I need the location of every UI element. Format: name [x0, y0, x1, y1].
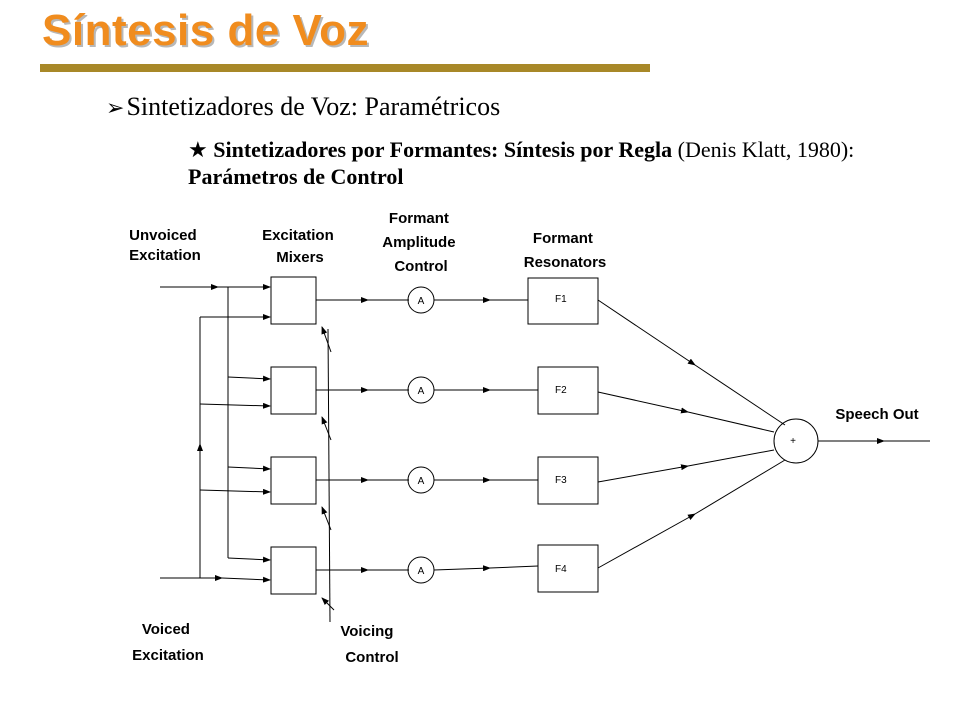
unvoiced-to-mixer3	[227, 465, 271, 472]
f2-to-sum-b	[687, 411, 775, 433]
unvoiced-excitation-label: Unvoiced Excitation	[129, 227, 201, 264]
voicing-to-mixer3	[321, 506, 332, 531]
unvoiced-to-mixer2	[227, 375, 271, 382]
voicing-to-mixer1	[321, 326, 332, 353]
voiced-to-mixer3	[199, 488, 271, 495]
mixer-box-2	[270, 366, 317, 415]
formant-resonators-label: Formant Resonators	[524, 230, 607, 271]
amp-symbol-3: A	[418, 476, 425, 487]
sum-symbol: +	[790, 436, 796, 447]
resonator-box-f2	[537, 366, 599, 415]
resonator-box-f4	[537, 544, 599, 593]
f4-to-sum	[597, 513, 696, 569]
voicing-control-line	[327, 328, 331, 623]
f1-to-sum	[597, 299, 696, 366]
mixer-box-1	[270, 276, 317, 325]
amp4-to-f4	[433, 565, 491, 572]
voiced-to-mixer4	[221, 576, 271, 583]
arrow-bullet-icon: ➢	[106, 95, 125, 120]
formant-label-f4: F4	[555, 564, 567, 575]
slide-title: Síntesis de Voz	[42, 6, 369, 55]
resonator-box-f1	[527, 277, 599, 325]
speech-out-label: Speech Out	[835, 406, 918, 423]
voicing-to-mixer4	[321, 597, 335, 611]
amp-symbol-4: A	[418, 566, 425, 577]
f4-to-sum-b	[694, 459, 786, 515]
bullet-formant-synth: ★ Sintetizadores por Formantes: Síntesis…	[188, 136, 888, 190]
bullet-parametric: ➢Sintetizadores de Voz: Paramétricos	[106, 92, 500, 122]
bullet-formant-bold1: Sintetizadores por Formantes: Síntesis p…	[213, 137, 673, 162]
f3-to-sum-b	[687, 449, 775, 467]
formant-label-f3: F3	[555, 475, 567, 486]
formant-label-f1: F1	[555, 294, 567, 305]
amp-symbol-1: A	[418, 296, 425, 307]
mixer-box-3	[270, 456, 317, 505]
bullet-formant-bold2: Parámetros de Control	[188, 164, 404, 189]
star-bullet-icon: ★	[188, 137, 214, 162]
amp-symbol-2: A	[418, 386, 425, 397]
mixer-box-4	[270, 546, 317, 595]
voicing-control-label: Voicing Control	[340, 623, 398, 666]
formant-label-f2: F2	[555, 385, 567, 396]
f2-to-sum	[597, 391, 689, 414]
voiced-to-mixer2	[199, 402, 271, 409]
unvoiced-to-mixer4	[227, 556, 271, 563]
bullet-formant-normal: (Denis Klatt, 1980):	[672, 137, 855, 162]
formant-amplitude-control-label: Formant Amplitude Control	[382, 210, 460, 275]
voicing-to-mixer2	[321, 416, 332, 441]
f1-to-sum-b	[694, 364, 786, 426]
f3-to-sum	[597, 464, 689, 483]
bullet-parametric-text: Sintetizadores de Voz: Paramétricos	[126, 92, 501, 121]
voiced-excitation-label: Voiced Excitation	[132, 621, 204, 664]
amp4-to-f4-b	[489, 565, 539, 569]
excitation-mixers-label: Excitation Mixers	[262, 227, 338, 266]
resonator-box-f3	[537, 456, 599, 505]
title-underline-bar	[40, 64, 650, 72]
summation-node	[773, 418, 819, 464]
